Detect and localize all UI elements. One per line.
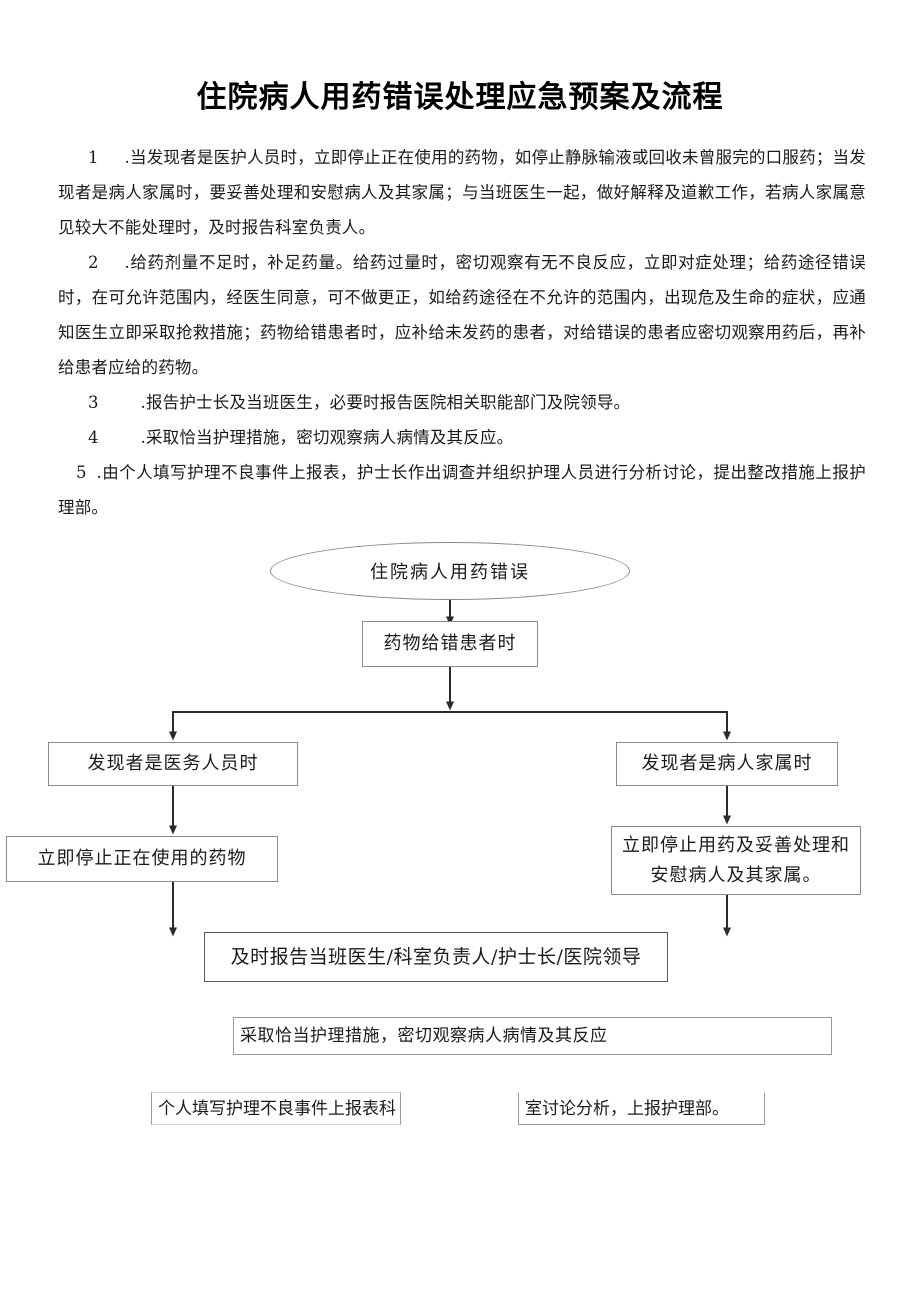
- flowchart: 住院病人用药错误 药物给错患者时 发现者是医务人员时 发现者是病人家属时 立即停…: [0, 520, 920, 1140]
- paragraph-3-separator: .: [140, 393, 146, 412]
- paragraph-5-text: 由个人填写护理不良事件上报表，护士长作出调查并组织护理人员进行分析讨论，提出整改…: [58, 463, 866, 517]
- paragraph-1-text: 当发现者是医护人员时，立即停止正在使用的药物，如停止静脉输液或回收未曾服完的口服…: [58, 148, 866, 237]
- paragraph-1-number: 1: [88, 148, 99, 167]
- body-text-block: 1.当发现者是医护人员时，立即停止正在使用的药物，如停止静脉输液或回收未曾服完的…: [58, 140, 866, 525]
- flow-node-report-chain: 及时报告当班医生/科室负责人/护士长/医院领导: [204, 932, 668, 982]
- flow-node-stop-medication-label: 立即停止正在使用的药物: [37, 848, 247, 869]
- flow-node-department-discussion-label: 室讨论分析，上报护理部。: [525, 1098, 729, 1119]
- page-title: 住院病人用药错误处理应急预案及流程: [196, 80, 724, 115]
- paragraph-1-separator: .: [124, 148, 130, 167]
- paragraph-4: 4.采取恰当护理措施，密切观察病人病情及其反应。: [58, 420, 866, 455]
- flow-node-branch-staff: 发现者是医务人员时: [48, 742, 298, 786]
- paragraph-3: 3.报告护士长及当班医生，必要时报告医院相关职能部门及院领导。: [58, 385, 866, 420]
- flow-node-stop-medication: 立即停止正在使用的药物: [6, 836, 278, 882]
- flow-node-branch-staff-label: 发现者是医务人员时: [87, 753, 259, 774]
- paragraph-4-text: 采取恰当护理措施，密切观察病人病情及其反应。: [145, 428, 514, 447]
- paragraph-2-text: 给药剂量不足时，补足药量。给药过量时，密切观察有无不良反应，立即对症处理；给药途…: [58, 253, 866, 377]
- paragraph-2-separator: .: [124, 253, 130, 272]
- flow-node-stop-and-comfort: 立即停止用药及妥善处理和 安慰病人及其家属。: [611, 826, 861, 895]
- paragraph-3-text: 报告护士长及当班医生，必要时报告医院相关职能部门及院领导。: [145, 393, 631, 412]
- paragraph-4-number: 4: [88, 428, 99, 447]
- paragraph-3-number: 3: [88, 393, 99, 412]
- paragraph-4-separator: .: [140, 428, 146, 447]
- paragraph-2: 2.给药剂量不足时，补足药量。给药过量时，密切观察有无不良反应，立即对症处理；给…: [58, 245, 866, 385]
- flow-node-start-label: 住院病人用药错误: [370, 562, 530, 583]
- paragraph-2-number: 2: [88, 253, 99, 272]
- paragraph-5-separator: .: [96, 463, 102, 482]
- paragraph-1: 1.当发现者是医护人员时，立即停止正在使用的药物，如停止静脉输液或回收未曾服完的…: [58, 140, 866, 245]
- flow-node-department-discussion: 室讨论分析，上报护理部。: [518, 1092, 765, 1125]
- flow-node-report-chain-label: 及时报告当班医生/科室负责人/护士长/医院领导: [230, 946, 642, 968]
- flow-node-branch-family: 发现者是病人家属时: [616, 742, 838, 786]
- flow-node-wrong-patient-label: 药物给错患者时: [383, 633, 517, 654]
- flow-node-nursing-measures-label: 采取恰当护理措施，密切观察病人病情及其反应: [240, 1026, 608, 1046]
- flow-node-branch-family-label: 发现者是病人家属时: [641, 753, 813, 774]
- flow-node-nursing-measures: 采取恰当护理措施，密切观察病人病情及其反应: [233, 1017, 832, 1055]
- flow-node-individual-report-label: 个人填写护理不良事件上报表科: [158, 1098, 396, 1119]
- flow-node-stop-and-comfort-line2: 安慰病人及其家属。: [650, 864, 822, 886]
- paragraph-5-number: 5: [76, 463, 87, 482]
- flow-node-start: 住院病人用药错误: [270, 542, 630, 600]
- flow-node-stop-and-comfort-line1: 立即停止用药及妥善处理和: [622, 834, 850, 856]
- flow-node-wrong-patient: 药物给错患者时: [362, 621, 538, 667]
- paragraph-5: 5.由个人填写护理不良事件上报表，护士长作出调查并组织护理人员进行分析讨论，提出…: [58, 455, 866, 525]
- flow-node-individual-report: 个人填写护理不良事件上报表科: [151, 1092, 401, 1125]
